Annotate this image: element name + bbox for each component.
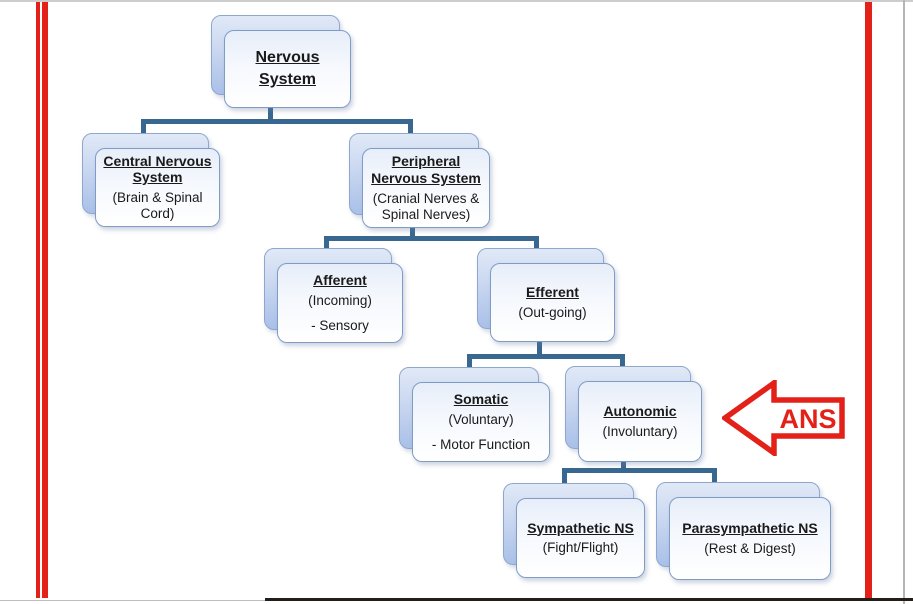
connector-level1-bar: [141, 119, 413, 124]
node-subtitle: (Fight/Flight): [542, 540, 619, 556]
node-parasympathetic-ns: Parasympathetic NS (Rest & Digest): [656, 482, 831, 580]
connector-drop-peripheral: [408, 119, 413, 136]
node-title: Somatic: [453, 390, 509, 407]
bottom-rule: [265, 598, 913, 601]
node-face: Nervous System: [224, 30, 351, 108]
node-title: Parasympathetic NS: [682, 520, 818, 536]
node-subtitle: (Cranial Nerves & Spinal Nerves): [372, 190, 480, 222]
connector-drop-somatic: [467, 354, 472, 370]
node-face: Sympathetic NS (Fight/Flight): [516, 498, 645, 578]
right-margin-rule: [865, 2, 872, 598]
left-margin-rule: [36, 2, 48, 598]
node-title: Peripheral Nervous System: [371, 153, 481, 186]
node-subtitle: (Incoming): [308, 292, 372, 308]
node-afferent: Afferent (Incoming) - Sensory: [264, 248, 403, 343]
node-subtitle: (Voluntary): [448, 411, 514, 427]
connector-level4-bar: [562, 468, 717, 473]
ans-label: ANS: [779, 404, 836, 434]
node-subtitle: (Brain & Spinal Cord): [112, 190, 203, 222]
node-title: Nervous System: [255, 49, 320, 88]
connector-drop-afferent: [324, 236, 329, 252]
node-face: Efferent (Out-going): [490, 263, 615, 342]
connector-level3-bar: [467, 354, 625, 359]
node-face: Somatic (Voluntary) - Motor Function: [412, 382, 550, 462]
node-face: Afferent (Incoming) - Sensory: [277, 263, 403, 343]
node-face: Parasympathetic NS (Rest & Digest): [669, 497, 831, 580]
node-sympathetic-ns: Sympathetic NS (Fight/Flight): [503, 483, 645, 578]
connector-drop-sympathetic: [562, 468, 567, 485]
node-somatic: Somatic (Voluntary) - Motor Function: [399, 367, 550, 462]
node-peripheral-nervous-system: Peripheral Nervous System (Cranial Nerve…: [349, 133, 490, 228]
node-subtitle: (Involuntary): [602, 423, 678, 439]
connector-level2-bar: [324, 236, 539, 241]
node-autonomic: Autonomic (Involuntary): [565, 366, 702, 462]
node-title: Afferent: [313, 271, 367, 288]
page-frame-top: [0, 0, 913, 2]
connector-peripheral-stem: [410, 226, 415, 239]
node-subtitle: (Rest & Digest): [704, 540, 796, 556]
connector-drop-autonomic: [620, 354, 625, 370]
node-efferent: Efferent (Out-going): [477, 248, 615, 342]
node-note: - Motor Function: [431, 436, 531, 452]
node-subtitle: (Out-going): [518, 304, 587, 320]
node-face: Central Nervous System (Brain & Spinal C…: [95, 148, 220, 227]
connector-drop-efferent: [534, 236, 539, 254]
connector-nervous-stem: [268, 104, 273, 121]
node-title: Central Nervous System: [103, 152, 212, 186]
connector-drop-central: [141, 119, 146, 136]
connector-autonomic-stem: [621, 460, 626, 470]
node-nervous-system: Nervous System: [211, 15, 351, 108]
node-title: Efferent: [526, 284, 579, 300]
connector-efferent-stem: [537, 340, 542, 356]
connector-drop-parasympathetic: [712, 468, 717, 484]
bottom-hairline: [0, 600, 265, 601]
node-note: - Sensory: [311, 317, 369, 333]
node-face: Autonomic (Involuntary): [578, 381, 702, 462]
left-arrow-icon: [722, 380, 845, 456]
ans-callout-arrow: ANS: [722, 380, 845, 456]
node-face: Peripheral Nervous System (Cranial Nerve…: [362, 148, 490, 228]
node-title: Sympathetic NS: [527, 519, 634, 536]
node-central-nervous-system: Central Nervous System (Brain & Spinal C…: [82, 133, 220, 227]
node-title: Autonomic: [603, 403, 677, 419]
page-frame-right: [903, 0, 905, 604]
